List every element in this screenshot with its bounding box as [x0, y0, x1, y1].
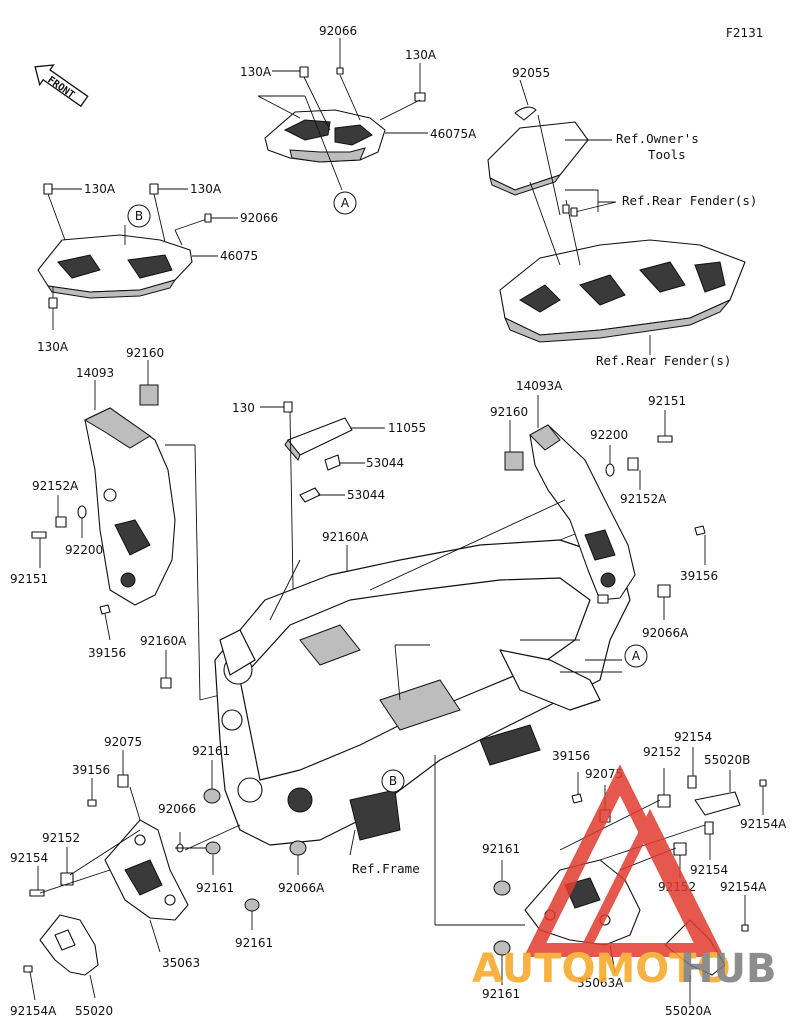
label-92152A-r: 92152A	[620, 492, 667, 506]
callout-a-top-label: A	[341, 196, 350, 210]
heel-guard-55020B	[694, 791, 741, 816]
label-ref-owners-tools-1: Ref.Owner's	[616, 131, 699, 146]
label-92066-top: 92066	[319, 24, 357, 38]
label-92152-r1: 92152	[643, 745, 681, 759]
label-92154A-bl: 92154A	[10, 1004, 57, 1018]
label-92154-r2: 92154	[690, 863, 728, 877]
label-92151-l: 92151	[10, 572, 48, 586]
watermark-text-a: AUTOMOTO	[472, 946, 731, 992]
footrest-bracket-35063	[104, 819, 189, 921]
callout-b-frame	[381, 769, 405, 793]
label-92075-l: 92075	[104, 735, 142, 749]
watermark-logo: AUTOMOTO HUB	[472, 764, 776, 992]
label-92055: 92055	[512, 66, 550, 80]
label-92200-l: 92200	[65, 543, 103, 557]
label-92160A-c: 92160A	[322, 530, 369, 544]
label-ref-frame: Ref.Frame	[352, 861, 420, 876]
label-39156-bl: 39156	[72, 763, 110, 777]
side-cover-14093	[83, 407, 176, 606]
label-39156-br: 39156	[552, 749, 590, 763]
label-92160A-l: 92160A	[140, 634, 187, 648]
side-cover-14093A	[529, 424, 636, 601]
bracket-46075	[37, 234, 193, 299]
label-92161-c: 92161	[235, 936, 273, 950]
bracket-46075A	[264, 66, 426, 163]
label-130A-l3: 130A	[37, 340, 69, 354]
label-92160-l: 92160	[126, 346, 164, 360]
callout-a-top	[333, 191, 357, 215]
callout-b-top-label: B	[135, 209, 143, 223]
diagram-code: F2131	[726, 26, 763, 40]
label-92154-bl: 92154	[10, 851, 48, 865]
callout-b-top	[127, 204, 151, 228]
watermark-triangle-icon	[523, 764, 724, 957]
callout-a-frame	[624, 644, 648, 668]
label-92161-e: 92161	[482, 987, 520, 1001]
label-39156-r: 39156	[680, 569, 718, 583]
label-ref-rear-fender-1: Ref.Rear Fender(s)	[622, 193, 757, 208]
label-35063A: 35063A	[577, 976, 624, 990]
label-92152-bl: 92152	[42, 831, 80, 845]
callout-b-frame-label: B	[389, 774, 397, 788]
watermark-text-b: HUB	[680, 946, 776, 992]
label-92066-bl: 92066	[158, 802, 196, 816]
label-55020B: 55020B	[704, 753, 750, 767]
label-46075A: 46075A	[430, 127, 477, 141]
label-14093: 14093	[76, 366, 114, 380]
label-92161-a: 92161	[192, 744, 230, 758]
label-14093A: 14093A	[516, 379, 563, 393]
label-ref-owners-tools-2: Tools	[648, 147, 686, 162]
label-92066A-r: 92066A	[642, 626, 689, 640]
label-130A-t2: 130A	[405, 48, 437, 62]
label-46075: 46075	[220, 249, 258, 263]
label-92200-r: 92200	[590, 428, 628, 442]
label-ref-rear-fender-2: Ref.Rear Fender(s)	[596, 353, 731, 368]
label-11055: 11055	[388, 421, 426, 435]
label-53044-2: 53044	[347, 488, 385, 502]
label-130A-l2: 130A	[190, 182, 222, 196]
callout-a-frame-label: A	[632, 649, 641, 663]
tool-tray-ref	[487, 106, 589, 196]
heel-guard-55020	[39, 914, 99, 976]
label-53044-1: 53044	[366, 456, 404, 470]
label-130A-t1: 130A	[240, 65, 272, 79]
label-92066-l: 92066	[240, 211, 278, 225]
label-92152A-l: 92152A	[32, 479, 79, 493]
label-92161-b: 92161	[196, 881, 234, 895]
label-55020: 55020	[75, 1004, 113, 1018]
label-55020A: 55020A	[665, 1004, 712, 1018]
main-frame-ref	[214, 519, 631, 846]
label-92161-d: 92161	[482, 842, 520, 856]
rear-fender-ref	[499, 239, 746, 343]
label-92154A-r2: 92154A	[720, 880, 767, 894]
label-92160-r: 92160	[490, 405, 528, 419]
label-39156-l: 39156	[88, 646, 126, 660]
label-130: 130	[232, 401, 255, 415]
label-92066A-b: 92066A	[278, 881, 325, 895]
label-92154-r1: 92154	[674, 730, 712, 744]
label-92154A-r1: 92154A	[740, 817, 787, 831]
plate-11055	[284, 417, 353, 503]
label-130A-l1: 130A	[84, 182, 116, 196]
label-92151-r: 92151	[648, 394, 686, 408]
front-arrow-icon: FRONT	[34, 64, 89, 108]
label-35063: 35063	[162, 956, 200, 970]
